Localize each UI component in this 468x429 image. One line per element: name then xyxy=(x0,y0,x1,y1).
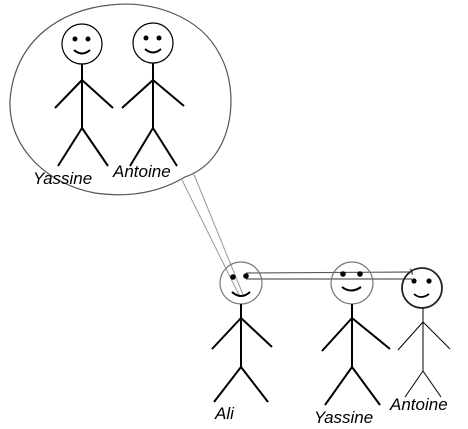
head xyxy=(219,261,263,305)
bubble-figure-antoine xyxy=(121,22,185,167)
thought-tail-line xyxy=(181,179,241,298)
bubble-figure-yassine xyxy=(54,23,114,167)
head xyxy=(401,267,443,309)
smile xyxy=(341,286,362,292)
head xyxy=(61,23,103,65)
eye xyxy=(411,278,417,284)
head xyxy=(132,22,174,64)
eye xyxy=(85,36,91,42)
head xyxy=(330,261,374,305)
smile xyxy=(413,293,430,298)
thought-bubble-outline xyxy=(9,3,232,196)
label-yassine: Yassine xyxy=(314,408,373,427)
bubble-label-antoine: Antoine xyxy=(112,162,171,181)
figure-antoine xyxy=(397,267,451,398)
eye xyxy=(340,271,346,277)
figure-ali xyxy=(211,261,273,403)
eye xyxy=(426,278,432,284)
eye xyxy=(243,273,249,279)
thought-bubble: Yassine Antoine xyxy=(9,3,245,298)
eye xyxy=(143,35,149,41)
gaze-lines xyxy=(245,268,413,280)
figure-yassine xyxy=(321,261,391,406)
thought-tail-line xyxy=(192,171,245,298)
label-antoine: Antoine xyxy=(389,395,448,414)
smile xyxy=(231,291,251,297)
smile xyxy=(144,48,162,54)
eye xyxy=(357,271,363,277)
eye xyxy=(230,274,236,280)
eye xyxy=(72,36,78,42)
label-ali: Ali xyxy=(214,404,235,423)
eye xyxy=(156,35,162,41)
bubble-label-yassine: Yassine xyxy=(33,169,92,188)
smile xyxy=(73,49,91,55)
